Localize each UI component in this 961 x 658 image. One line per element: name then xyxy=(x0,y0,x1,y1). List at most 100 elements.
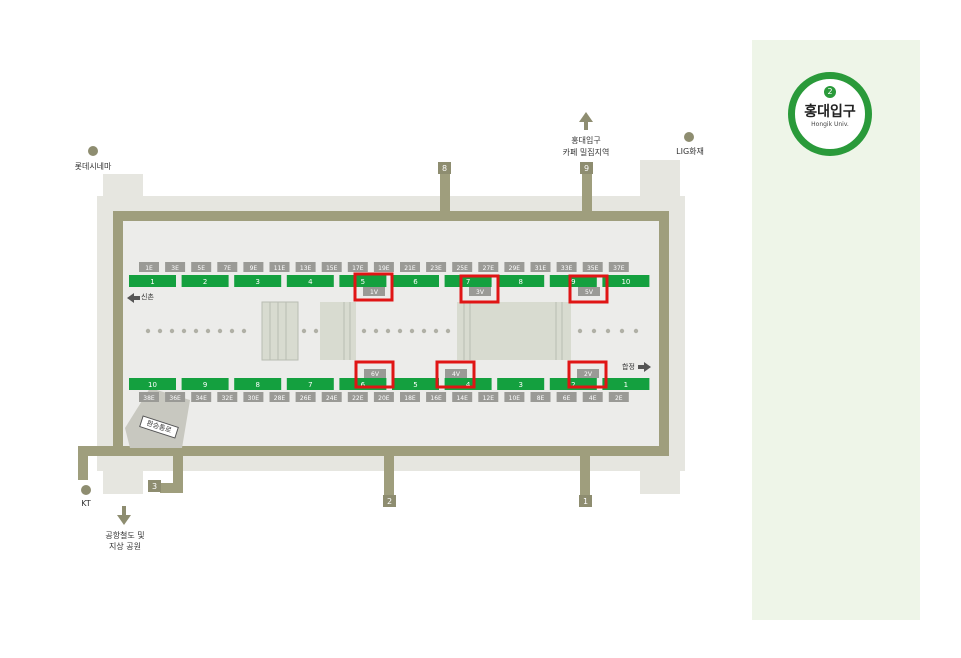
platform-dot xyxy=(433,328,439,334)
car-marker xyxy=(392,378,439,390)
door-label: 22E xyxy=(352,395,364,402)
door-label: 15E xyxy=(326,265,338,272)
station-name-ko: 홍대입구 xyxy=(804,104,856,120)
door-label: 28E xyxy=(274,395,286,402)
car-marker xyxy=(129,275,176,287)
door-marker xyxy=(608,392,629,402)
station-name-en: Hongik Univ. xyxy=(811,121,849,128)
door-marker xyxy=(373,262,394,272)
car-label: 8 xyxy=(255,381,259,389)
door-label: 37E xyxy=(613,265,625,272)
door-marker xyxy=(530,392,551,402)
door-marker xyxy=(373,392,394,402)
exit-3-corridor-h xyxy=(160,483,183,493)
door-label: 30E xyxy=(248,395,260,402)
platform-dot xyxy=(229,328,235,334)
door-marker xyxy=(400,262,420,272)
landmark-ground-park: 지상 공원 xyxy=(109,542,141,551)
ground-corner-ne xyxy=(640,160,680,200)
platform-dot xyxy=(577,328,583,334)
platform-dots xyxy=(145,328,639,334)
car-label: 6 xyxy=(361,381,366,389)
door-label: 7E xyxy=(223,265,231,272)
direction-hapjeong: 합정 xyxy=(622,363,635,371)
arrow-right-icon xyxy=(638,362,651,372)
exit-number-8: 8 xyxy=(442,164,447,173)
platform-dot xyxy=(361,328,367,334)
car-marker xyxy=(549,275,597,287)
door-label: 18E xyxy=(404,395,416,402)
door-label: 25E xyxy=(456,265,468,272)
exit-9-badge[interactable]: 9 xyxy=(580,162,593,174)
highlight-6v xyxy=(354,360,395,389)
car-label: 7 xyxy=(466,278,470,286)
special-door-marker xyxy=(577,369,599,378)
door-label: 26E xyxy=(300,395,312,402)
door-label: 5E xyxy=(197,265,205,272)
door-marker xyxy=(556,262,577,272)
special-door-marker xyxy=(578,287,600,296)
exit-kt-corridor-h xyxy=(78,446,123,456)
door-marker xyxy=(400,392,420,402)
door-marker xyxy=(530,262,551,272)
platform-dot xyxy=(157,328,163,334)
door-label: 1E xyxy=(145,265,153,272)
lig-marker xyxy=(684,132,694,142)
door-label: 9E xyxy=(250,265,258,272)
door-label: 21E xyxy=(404,265,416,272)
arrow-up-icon xyxy=(579,112,593,130)
car-marker xyxy=(497,378,545,390)
exit-kt-corridor-v xyxy=(78,446,88,480)
door-label: 12E xyxy=(483,395,495,402)
platform-dot xyxy=(605,328,611,334)
platform-dot xyxy=(217,328,223,334)
special-door-marker xyxy=(364,369,386,378)
platform-dot xyxy=(145,328,151,334)
landmark-hongdae-top: 홍대입구 xyxy=(571,136,601,145)
exit-number-3: 3 xyxy=(152,482,157,491)
door-label: 3E xyxy=(171,265,179,272)
door-label: 27E xyxy=(483,265,495,272)
line-number-badge: 2 xyxy=(824,86,836,98)
exit-1-badge[interactable]: 1 xyxy=(579,495,592,507)
door-marker xyxy=(191,262,212,272)
door-label: 36E xyxy=(169,395,181,402)
exit-8-badge[interactable]: 8 xyxy=(438,162,451,174)
stairs-center-left xyxy=(320,302,356,360)
door-label: 10E xyxy=(509,395,521,402)
ground-corner-nw xyxy=(103,174,143,198)
highlight-2v xyxy=(567,360,608,389)
door-label: 33E xyxy=(561,265,573,272)
door-marker xyxy=(321,262,342,272)
car-label: 9 xyxy=(203,381,207,389)
kt-marker xyxy=(81,485,91,495)
car-marker xyxy=(234,378,282,390)
platform-dot xyxy=(409,328,415,334)
door-marker xyxy=(426,262,447,272)
exit-2-badge[interactable]: 2 xyxy=(383,495,396,507)
door-label: 24E xyxy=(326,395,338,402)
door-marker xyxy=(139,262,159,272)
landmark-lig: LIG화재 xyxy=(676,147,704,156)
car-label: 1 xyxy=(624,381,628,389)
platform-dot xyxy=(241,328,247,334)
car-marker xyxy=(234,275,282,287)
exit-3-badge[interactable]: 3 xyxy=(148,480,161,492)
door-marker xyxy=(243,392,264,402)
stairs-left xyxy=(261,301,299,361)
door-marker xyxy=(295,392,316,402)
platform-dot xyxy=(633,328,639,334)
car-marker xyxy=(392,275,439,287)
platform-dot xyxy=(313,328,319,334)
car-label: 4 xyxy=(466,381,471,389)
car-label: 2 xyxy=(571,381,575,389)
door-label: 34E xyxy=(195,395,207,402)
door-label: 6E xyxy=(563,395,571,402)
door-marker xyxy=(321,392,342,402)
car-label: 9 xyxy=(571,278,575,286)
